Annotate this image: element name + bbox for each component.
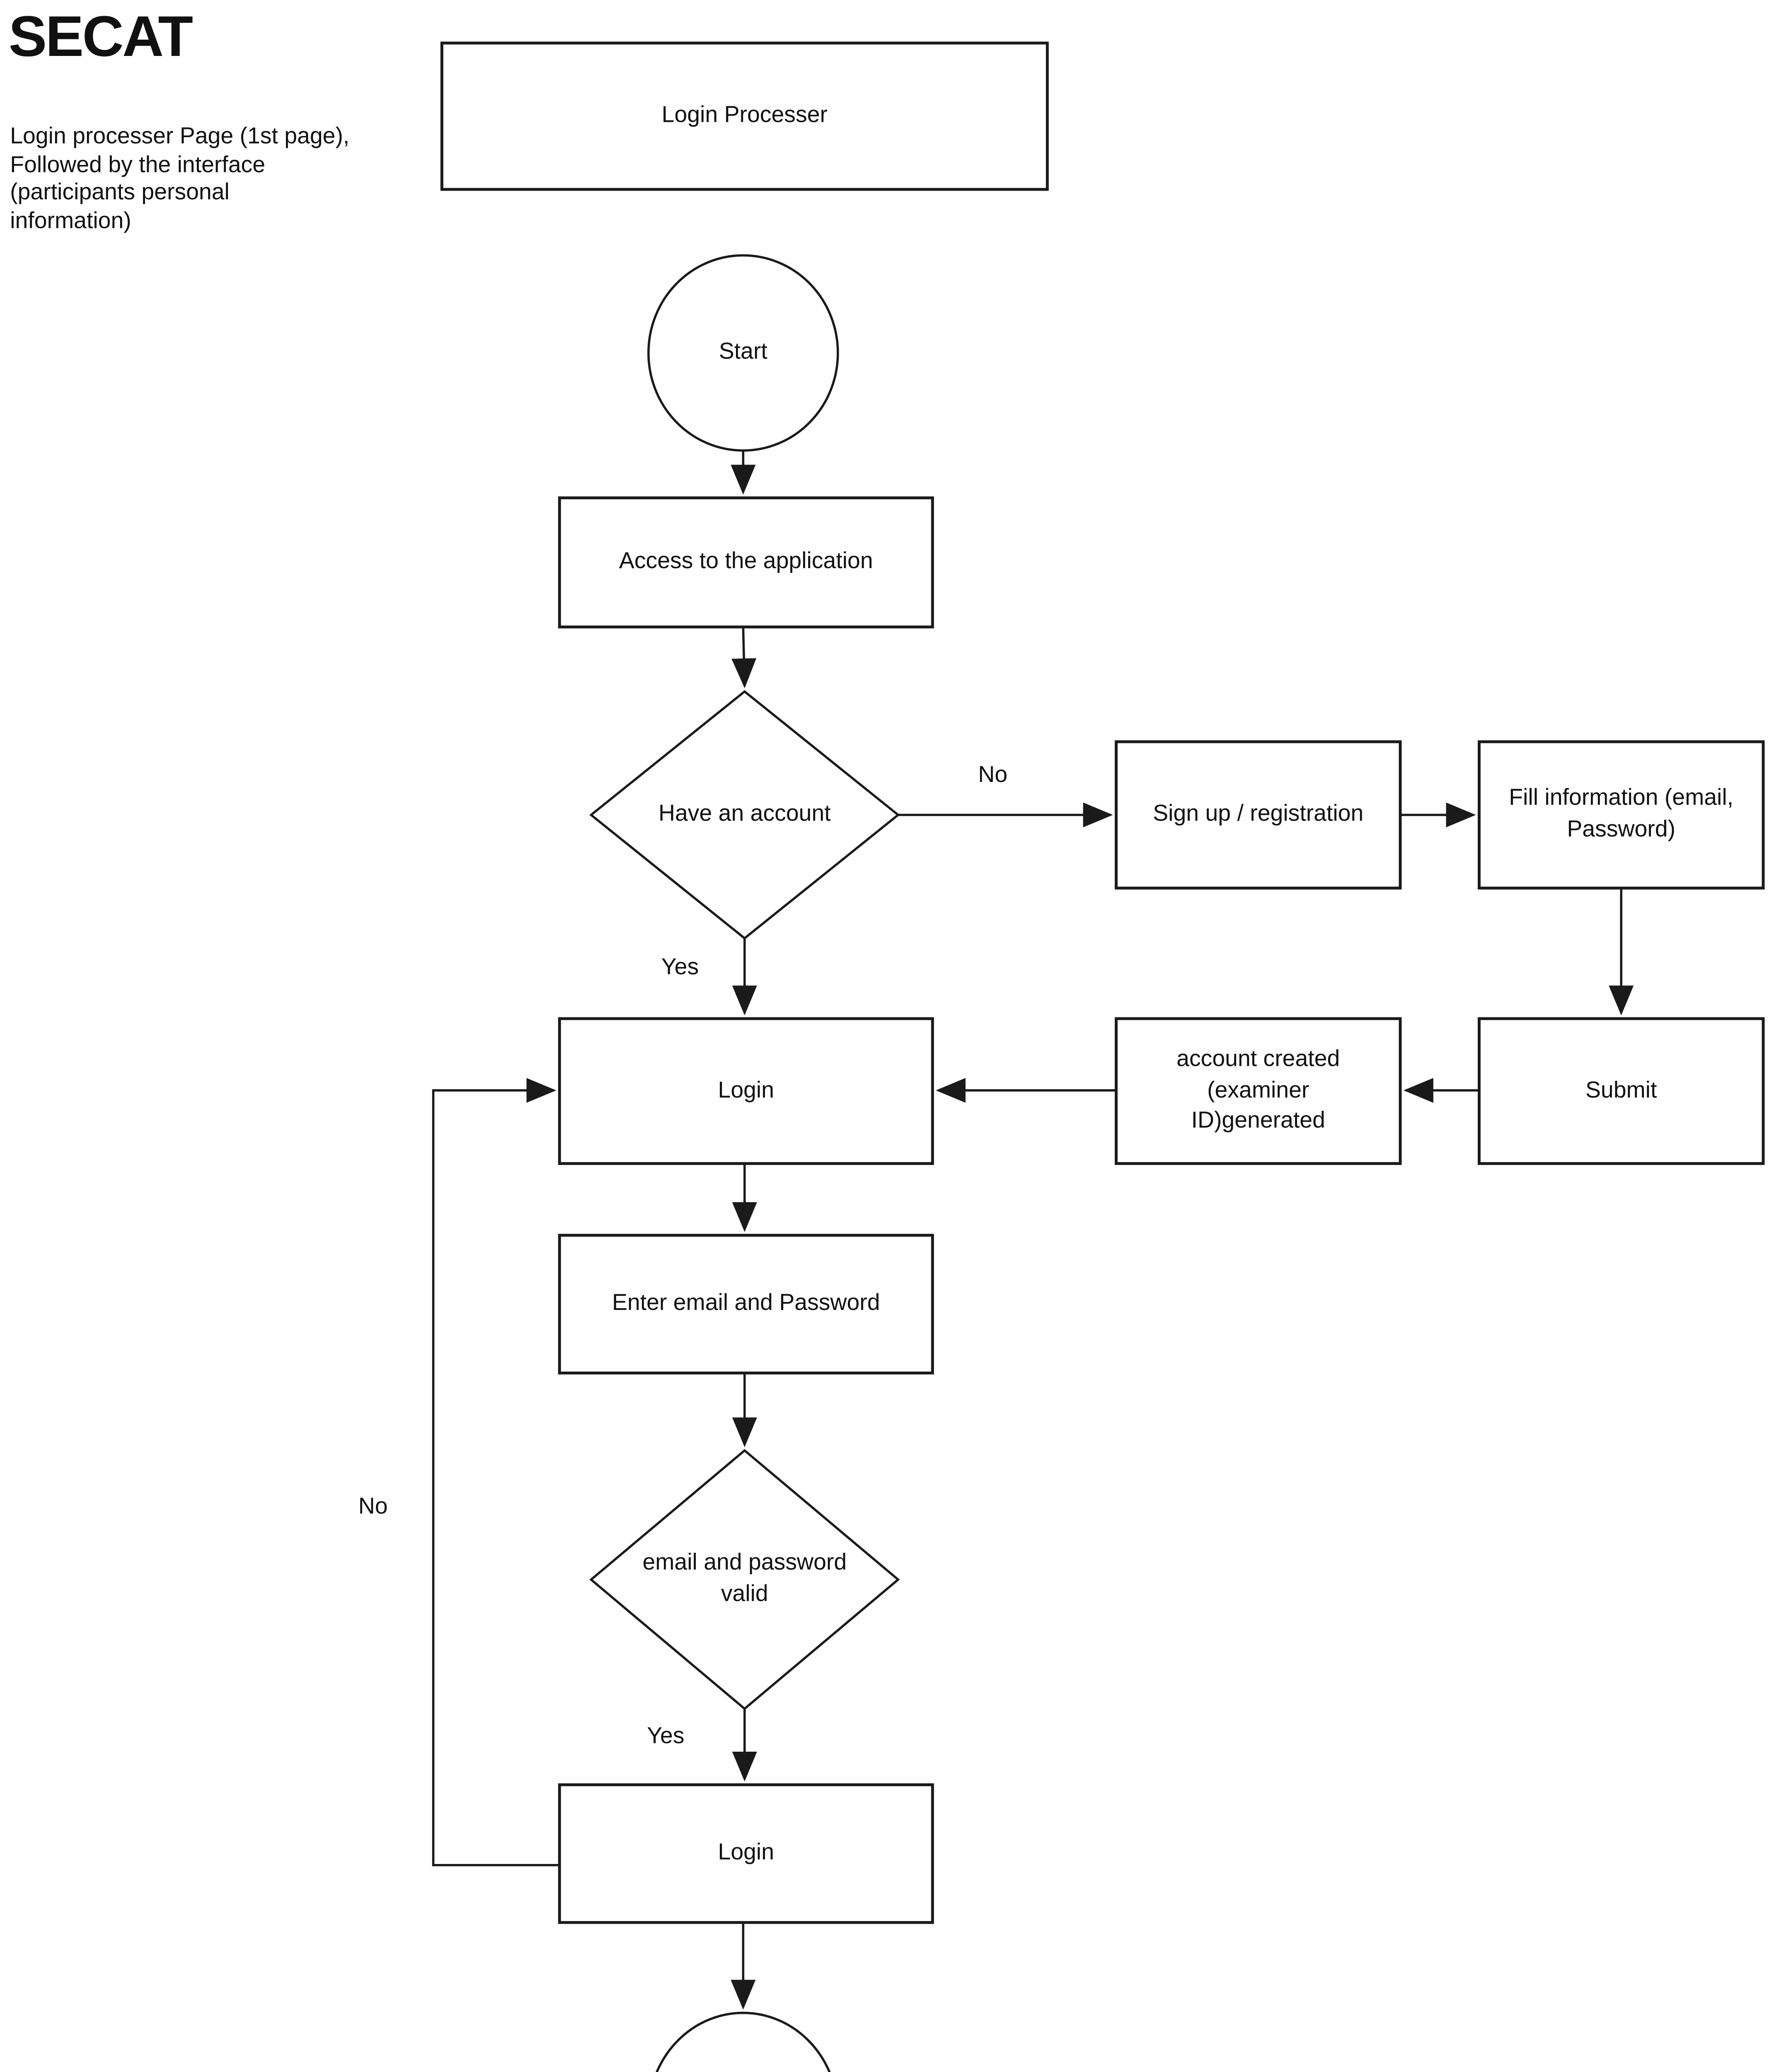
page-subtitle: Login processer Page (1st page), Followe… <box>10 125 350 233</box>
node-login-top-shape <box>558 1017 934 1165</box>
node-signup-shape <box>1115 740 1402 890</box>
page-title: SECAT <box>8 5 193 69</box>
node-submit-shape <box>1477 1017 1765 1165</box>
node-login-bottom-shape <box>558 1783 934 1924</box>
node-end-shape <box>656 2011 831 2072</box>
edge-invalid-no-loop <box>432 1078 560 1866</box>
node-fill-info-shape <box>1477 740 1765 890</box>
node-enter-credentials-shape <box>558 1234 934 1375</box>
shapes <box>440 41 1765 2072</box>
node-start-shape <box>647 254 839 452</box>
node-access-shape <box>558 496 934 629</box>
edge-access-to-have-account <box>731 627 757 688</box>
node-account-created-shape <box>1115 1017 1402 1165</box>
node-credentials-valid-shape <box>589 1449 900 1710</box>
node-have-account-shape <box>589 690 900 940</box>
node-login-processer-shape <box>440 41 1049 191</box>
edges <box>432 450 1634 2010</box>
